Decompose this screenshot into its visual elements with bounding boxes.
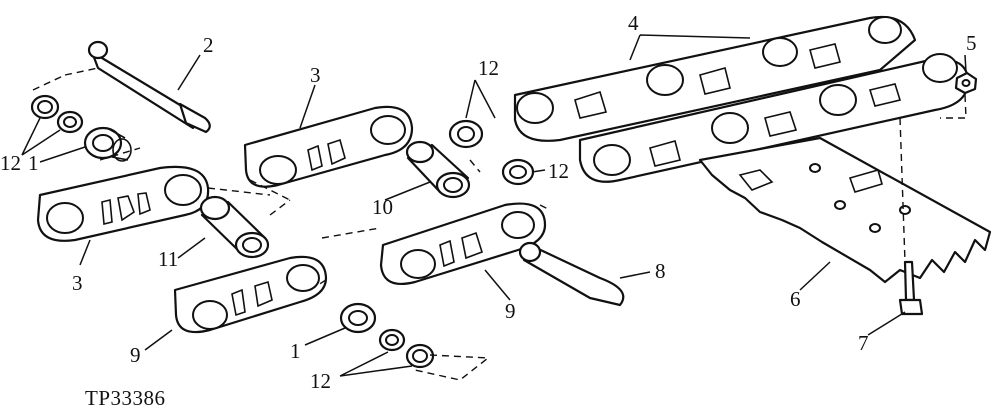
callout-7: 7: [858, 331, 869, 355]
left-bushing-1: [83, 126, 132, 162]
bushing-10: [405, 140, 471, 199]
pin-2: [87, 40, 211, 134]
left-washer-pair: [30, 94, 84, 134]
assembled-chain-4: [513, 15, 970, 183]
callout-2: 2: [203, 33, 214, 57]
callout-12-lower: 12: [310, 369, 331, 393]
callout-12-upper: 12: [478, 56, 499, 80]
callout-1-lower: 1: [290, 339, 301, 363]
bushing-11: [199, 195, 270, 259]
upper-washer-pair: [448, 119, 535, 186]
callout-labels: 12 1 2 3 3 12 12 4 5 10 11 8 9 9 1 12 6 …: [0, 11, 977, 393]
callout-12-left: 12: [0, 151, 21, 175]
callout-3-left: 3: [72, 271, 83, 295]
dashed-groupings: [32, 67, 967, 381]
link-9-lower: [173, 255, 328, 334]
nut-5: [954, 71, 978, 95]
callout-10: 10: [372, 195, 393, 219]
callout-3-upper: 3: [310, 63, 321, 87]
link-3-left: [36, 165, 210, 242]
lower-washer-pair: [378, 328, 435, 369]
callout-9-middle: 9: [505, 299, 516, 323]
link-9-middle: [379, 202, 547, 286]
callout-8: 8: [655, 259, 666, 283]
callout-6: 6: [790, 287, 801, 311]
callout-1-left: 1: [28, 151, 39, 175]
callout-12-middle: 12: [548, 159, 569, 183]
track-shoe-6: [698, 136, 992, 284]
callout-11: 11: [158, 247, 178, 271]
leader-lines: [21, 34, 967, 377]
callout-5: 5: [966, 31, 977, 55]
pin-8: [518, 241, 625, 307]
link-3-upper: [243, 105, 414, 188]
lower-bushing-1: [339, 302, 377, 334]
callout-9-lower: 9: [130, 343, 141, 367]
figure-code: TP33386: [85, 386, 166, 410]
bolt-7: [898, 260, 924, 316]
callout-4: 4: [628, 11, 639, 35]
